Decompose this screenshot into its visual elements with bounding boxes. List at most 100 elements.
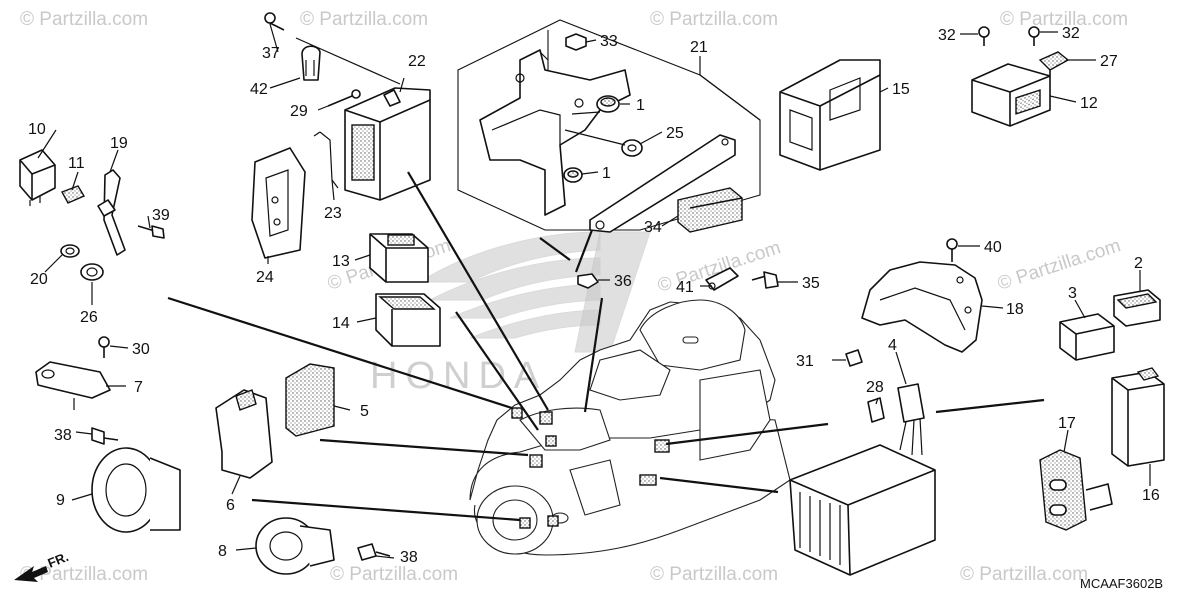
part-12-unit [971,63,1051,127]
part-2-cap [1113,289,1161,327]
part-9-horn [91,447,181,533]
callout-36: 36 [614,273,632,290]
part-17-bracket [1039,449,1113,531]
callout-5: 5 [360,403,369,420]
front-direction-marker: FR. [14,549,71,582]
callout-6: 6 [226,497,235,514]
part-37-screw [264,12,285,31]
callout-29: 29 [290,103,308,120]
callout-8: 8 [218,543,227,560]
part-24-bracket [251,147,306,259]
watermark: © Partzilla.com [650,564,778,585]
callout-1: 1 [636,97,645,114]
part-35-bolt [751,271,779,289]
part-33-nut [565,33,587,51]
part-14-case [375,293,441,347]
callout-3: 3 [1068,285,1077,302]
callout-11: 11 [68,155,85,172]
part-40-bolt [946,238,958,262]
callout-4: 4 [888,337,897,354]
part-28-clip [867,397,885,423]
callout-13: 13 [332,253,350,270]
callout-12: 12 [1080,95,1098,112]
callout-15: 15 [892,81,910,98]
watermark: © Partzilla.com [300,9,428,30]
part-42-clip [301,45,321,81]
part-29-screw [327,89,361,107]
callout-22: 22 [408,53,426,70]
callout-37: 37 [262,45,280,62]
callout-38: 38 [54,427,72,444]
callout-35: 35 [802,275,820,292]
part-25-grommet [621,139,643,157]
callout-18: 18 [1006,301,1024,318]
part-21-bracket-assy [479,49,631,216]
callout-28: 28 [866,379,884,396]
callout-labels: 1 1 2 3 4 5 6 7 8 9 10 11 12 13 14 15 16… [28,25,1160,566]
leader-lines [37,23,1151,559]
callout-26: 26 [80,309,98,326]
callout-10: 10 [28,121,46,138]
callout-1: 1 [602,165,611,182]
callout-40: 40 [984,239,1002,256]
part-1-grommet [596,95,620,113]
watermark: © Partzilla.com [995,235,1123,295]
callout-7: 7 [134,379,143,396]
watermark: © Partzilla.com [960,564,1088,585]
callout-23: 23 [324,205,342,222]
part-26-grommet [80,263,104,281]
callout-30: 30 [132,341,150,358]
part-36-bolt [577,273,599,289]
callout-31: 31 [796,353,814,370]
part-10-relay [19,149,56,206]
part-22-control-unit [344,87,431,201]
callout-21: 21 [690,39,708,56]
watermark: © Partzilla.com [1000,9,1128,30]
motorcycle-outline [469,299,791,556]
group-outline-21 [457,19,761,231]
part-19-bracket [97,169,126,256]
part-20-grommet [60,244,80,258]
watermark: © Partzilla.com [330,564,458,585]
part-15-ecu [779,59,881,171]
callout-2: 2 [1134,255,1143,272]
callout-32: 32 [1062,25,1080,42]
part-39-bolt [137,225,165,239]
part-16-module [1111,367,1165,467]
part-1-grommet-lower [563,167,583,183]
part-8-horn [255,517,335,575]
callout-lines [167,171,1045,522]
callout-17: 17 [1058,415,1076,432]
callout-24: 24 [256,269,274,286]
callout-41: 41 [676,279,694,296]
part-34-pad [677,187,743,233]
diagram-code: MCAAF3602B [1080,576,1163,591]
callout-16: 16 [1142,487,1160,504]
part-27-connector [1038,51,1070,76]
part-4-regulator-rectifier [789,383,936,576]
part-13-module [369,233,429,283]
part-3-relay [1059,313,1115,361]
part-23-wire-clip [313,131,339,189]
callout-39: 39 [152,207,170,224]
callout-19: 19 [110,135,128,152]
callout-27: 27 [1100,53,1118,70]
front-marker-label: FR. [46,549,71,571]
callout-38: 38 [400,549,418,566]
part-7-sensor [35,361,111,410]
part-32-screw-2 [1028,26,1040,46]
callout-42: 42 [250,81,268,98]
callout-34: 34 [644,219,662,236]
part-31-bolt [845,349,863,367]
callout-32: 32 [938,27,956,44]
part-38-bolt [91,427,119,445]
callout-25: 25 [666,125,684,142]
part-5-pad [285,363,335,437]
callout-9: 9 [56,492,65,509]
callout-14: 14 [332,315,350,332]
part-32-screw [978,26,990,46]
callout-33: 33 [600,33,618,50]
part-21-arm [589,134,736,233]
part-30-bolt [98,336,110,358]
